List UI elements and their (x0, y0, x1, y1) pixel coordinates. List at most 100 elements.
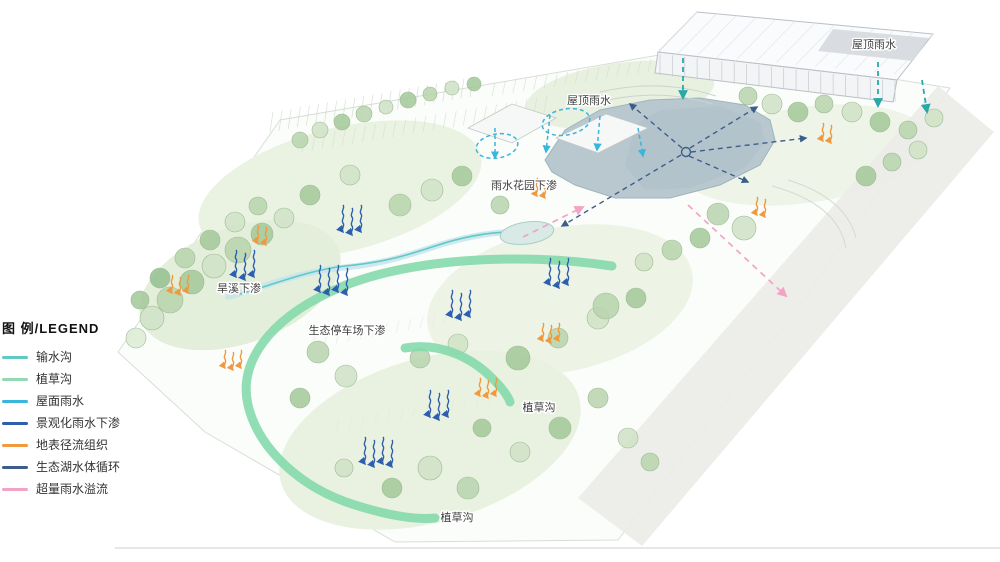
planting-row-tick (432, 114, 437, 131)
runoff-arrow (218, 349, 227, 370)
label-swale-bottom: 植草沟 (441, 510, 474, 524)
parking-stall-tick (348, 417, 353, 430)
tree-canopy (456, 476, 480, 500)
runoff-arrow (816, 122, 825, 143)
planting-row-tick (585, 68, 589, 82)
tree-canopy (787, 101, 809, 123)
planting-row-tick (341, 129, 346, 146)
tree-canopy (617, 427, 639, 449)
planting-row-tick (333, 100, 338, 121)
tree-canopy (924, 108, 944, 128)
parking-stall-tick (383, 322, 388, 336)
infiltration-arrow (367, 439, 376, 469)
planting-row-tick (491, 82, 496, 97)
parking-stall-tick (373, 412, 378, 426)
infiltration-arrow (322, 267, 331, 297)
label-roof-rain-right: 屋顶雨水 (852, 38, 896, 51)
tree-canopy (289, 387, 311, 409)
tree-canopy (814, 94, 834, 114)
tree-canopy (505, 345, 531, 371)
tree-canopy (444, 80, 460, 96)
rain-garden (499, 220, 555, 246)
infiltration-arrow (441, 389, 450, 419)
tree-canopy (339, 164, 361, 186)
building-grid-lines (657, 11, 934, 102)
infiltration-arrow (463, 289, 472, 319)
planting-row-tick (595, 66, 600, 81)
parking-stall-tick (399, 408, 404, 421)
tree-canopy (908, 140, 928, 160)
runoff-arrow (552, 322, 561, 343)
infiltration-arrow (423, 389, 432, 419)
infiltration-arrow (454, 292, 463, 322)
infiltration-arrow (336, 204, 345, 234)
tree-canopy (689, 227, 711, 249)
planting-row-tick (574, 70, 579, 84)
infiltration-arrow (238, 252, 247, 282)
tree-canopy (299, 184, 321, 206)
tree-canopy (174, 247, 196, 269)
infiltration-arrow (229, 249, 238, 279)
lake-circulation (560, 103, 808, 227)
planting-row-tick (287, 108, 292, 129)
planting-row-tick (311, 134, 316, 151)
planting-row-tick (324, 102, 328, 123)
runoff-arrow (234, 349, 243, 370)
building-facade (654, 51, 898, 103)
planting-row-tick (305, 105, 310, 126)
planting-row-tick (522, 78, 527, 92)
tree-canopy (634, 252, 654, 272)
tree-canopy (224, 236, 252, 264)
runoff-arrow (530, 177, 539, 198)
infiltration-arrow (247, 249, 256, 279)
runoff-arrow (750, 196, 759, 217)
planting-row-tick (452, 110, 457, 128)
tree-canopy (224, 211, 246, 233)
terrace-arcs (771, 179, 857, 249)
legend-swatch-runoff (2, 444, 28, 447)
planting-row-tick (512, 79, 517, 93)
parking-stall-tick (347, 329, 352, 342)
legend-swatch-roof-rain (2, 400, 28, 403)
tree-canopy (548, 416, 572, 440)
infiltration-arrow (432, 392, 441, 422)
tree-canopy (399, 91, 417, 109)
legend-title: 图 例/LEGEND (2, 321, 100, 336)
legend-item-lake-circulation: 生态湖水体循环 (2, 461, 152, 474)
infiltration-arrow (331, 264, 340, 294)
planting-row-tick (616, 63, 621, 77)
tree-canopy (334, 364, 358, 388)
tree-canopy (592, 292, 620, 320)
planting-row-tick (564, 71, 569, 85)
planting-row-tick (626, 62, 631, 76)
tree-canopy (311, 121, 329, 139)
parking-stall-tick (407, 318, 412, 331)
tree-canopy (199, 229, 221, 251)
parking-stall-tick (412, 406, 417, 419)
planting-row-tick (362, 125, 366, 143)
legend-swatch-conveyance (2, 356, 28, 359)
parking-stall-tick (450, 399, 455, 412)
infiltration-arrow-groups (229, 204, 570, 469)
lake-deep-area (625, 106, 765, 190)
tree-canopy (509, 441, 531, 463)
legend-swatch-infiltration (2, 422, 28, 425)
building-roof-line (736, 19, 776, 60)
infiltration-arrow (376, 436, 385, 466)
legend-item-overflow: 超量雨水溢流 (2, 483, 152, 496)
tree-canopy (125, 327, 147, 349)
building-roof-line (697, 15, 737, 56)
road (578, 86, 994, 546)
parking-stall-tick (463, 396, 468, 410)
planting-row-tick (392, 120, 397, 138)
legend-label-runoff: 地表径流组织 (36, 438, 109, 452)
building-roof-line (716, 17, 757, 58)
planting-row-tick (422, 115, 427, 133)
runoff-arrow (473, 377, 482, 398)
runoff-arrow (538, 179, 547, 200)
tree-canopy (291, 131, 309, 149)
tree-canopy (587, 387, 609, 409)
label-rain-garden: 雨水花园下渗 (491, 178, 557, 192)
